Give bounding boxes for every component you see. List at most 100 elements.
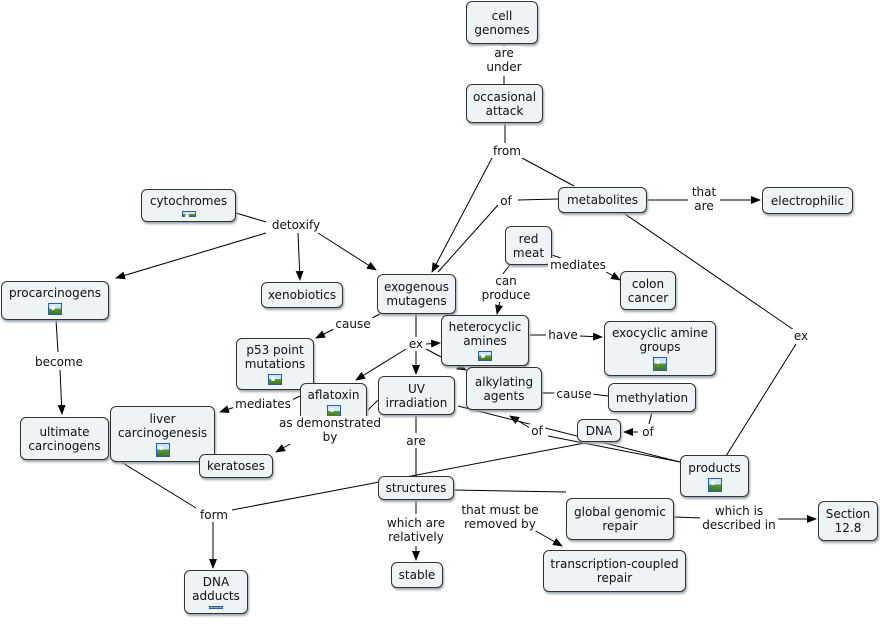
node-label: global genomic repair xyxy=(574,505,666,533)
node-methylation[interactable]: methylation xyxy=(608,383,696,412)
link-line xyxy=(291,395,301,401)
link-line xyxy=(495,300,503,315)
image-icon[interactable] xyxy=(653,357,667,371)
node-red-meat[interactable]: red meat xyxy=(505,226,552,265)
link-line xyxy=(517,198,559,201)
node-alkylating-agents[interactable]: alkylating agents xyxy=(466,367,542,410)
node-procarcinogens[interactable]: procarcinogens xyxy=(1,281,109,320)
link-line xyxy=(501,264,511,276)
node-products[interactable]: products xyxy=(680,455,749,497)
node-label: cell genomes xyxy=(474,8,530,37)
link-label-of-3: of xyxy=(640,425,656,439)
node-label: DNA adducts xyxy=(192,575,240,603)
node-cytochromes[interactable]: cytochromes xyxy=(141,189,236,222)
node-keratoses[interactable]: keratoses xyxy=(199,454,273,478)
node-exocyclic-amine-groups[interactable]: exocyclic amine groups xyxy=(604,321,716,376)
node-label: DNA xyxy=(585,423,613,438)
link-line xyxy=(55,319,59,353)
link-line xyxy=(579,332,603,341)
node-stable[interactable]: stable xyxy=(391,562,443,588)
link-label-that-must-be-removed-by: that must be removed by xyxy=(459,503,541,531)
node-label: liver carcinogenesis xyxy=(117,411,208,440)
link-label-as-demonstrated-by: as demonstrated by xyxy=(276,416,384,444)
link-line xyxy=(591,393,609,397)
node-label: products xyxy=(688,460,741,475)
node-ultimate-carcinogens[interactable]: ultimate carcinogens xyxy=(20,417,109,460)
node-label: xenobiotics xyxy=(267,288,337,302)
link-label-are-under: are under xyxy=(484,46,524,74)
node-label: structures xyxy=(385,481,447,495)
image-icon[interactable] xyxy=(268,374,282,385)
image-icon[interactable] xyxy=(181,211,196,218)
node-label: UV irradiation xyxy=(385,381,448,410)
link-label-that-are: that are xyxy=(689,185,719,213)
image-icon[interactable] xyxy=(155,442,170,457)
node-label: exogenous mutagens xyxy=(383,280,450,308)
node-label: procarcinogens xyxy=(9,286,101,300)
link-label-from: from xyxy=(491,144,523,158)
node-label: heterocyclic amines xyxy=(448,320,522,348)
link-line xyxy=(453,489,567,493)
link-line xyxy=(317,232,377,271)
node-label: occasional attack xyxy=(472,89,537,118)
link-label-which-is-described-in: which is described in xyxy=(700,504,778,532)
image-icon[interactable] xyxy=(209,606,223,613)
node-label: stable xyxy=(398,568,436,582)
image-icon[interactable] xyxy=(48,303,62,315)
link-line xyxy=(547,435,681,463)
link-line xyxy=(673,516,703,519)
node-heterocyclic-amines[interactable]: heterocyclic amines xyxy=(441,315,529,366)
node-electrophilic[interactable]: electrophilic xyxy=(762,187,853,214)
node-transcription-coupled-repair[interactable]: transcription-coupled repair xyxy=(543,550,686,592)
link-label-ex: ex xyxy=(406,337,426,351)
node-liver-carcinogenesis[interactable]: liver carcinogenesis xyxy=(110,406,215,462)
node-structures[interactable]: structures xyxy=(378,476,454,500)
link-label-become: become xyxy=(32,355,86,369)
link-label-which-are-relatively: which are relatively xyxy=(384,516,448,544)
node-label: cytochromes xyxy=(149,194,228,208)
node-label: methylation xyxy=(615,390,689,405)
link-line xyxy=(533,529,563,547)
link-label-can-produce: can produce xyxy=(479,274,533,302)
node-dna-adducts[interactable]: DNA adducts xyxy=(184,570,248,614)
node-section-12-8[interactable]: Section 12.8 xyxy=(818,501,878,541)
node-exogenous-mutagens[interactable]: exogenous mutagens xyxy=(377,274,456,314)
link-line xyxy=(295,232,304,281)
link-label-cause-2: cause xyxy=(554,387,594,401)
link-line xyxy=(648,411,653,425)
link-label-ex-2: ex xyxy=(791,329,811,343)
image-icon[interactable] xyxy=(707,477,722,492)
node-occasional-attack[interactable]: occasional attack xyxy=(466,84,543,123)
node-p53-point-mutations[interactable]: p53 point mutations xyxy=(236,338,314,390)
node-xenobiotics[interactable]: xenobiotics xyxy=(261,282,343,308)
link-line xyxy=(431,157,493,273)
link-label-of: of xyxy=(498,194,514,208)
node-label: keratoses xyxy=(206,459,266,473)
node-label: colon cancer xyxy=(627,276,669,305)
node-label: p53 point mutations xyxy=(244,343,306,371)
node-uv-irradiation[interactable]: UV irradiation xyxy=(378,376,455,415)
link-line xyxy=(457,405,681,463)
node-label: metabolites xyxy=(566,193,639,207)
node-label: Section 12.8 xyxy=(825,507,871,535)
node-colon-cancer[interactable]: colon cancer xyxy=(620,271,676,310)
link-label-mediates: mediates xyxy=(548,258,608,272)
link-label-are: are xyxy=(404,434,428,448)
node-label: alkylating agents xyxy=(474,374,534,403)
link-line xyxy=(275,442,293,453)
link-line xyxy=(521,157,575,187)
node-label: ultimate carcinogens xyxy=(28,424,101,453)
link-line xyxy=(725,343,797,457)
node-cell-genomes[interactable]: cell genomes xyxy=(466,1,538,44)
link-line xyxy=(621,211,795,331)
node-label: red meat xyxy=(512,231,545,260)
node-label: aflatoxin xyxy=(307,388,360,402)
node-dna[interactable]: DNA xyxy=(577,419,621,442)
link-line xyxy=(57,369,66,415)
node-metabolites[interactable]: metabolites xyxy=(558,187,647,213)
node-label: electrophilic xyxy=(770,193,845,208)
node-global-genomic-repair[interactable]: global genomic repair xyxy=(566,498,674,540)
link-label-have: have xyxy=(546,328,580,342)
image-icon[interactable] xyxy=(478,351,492,361)
